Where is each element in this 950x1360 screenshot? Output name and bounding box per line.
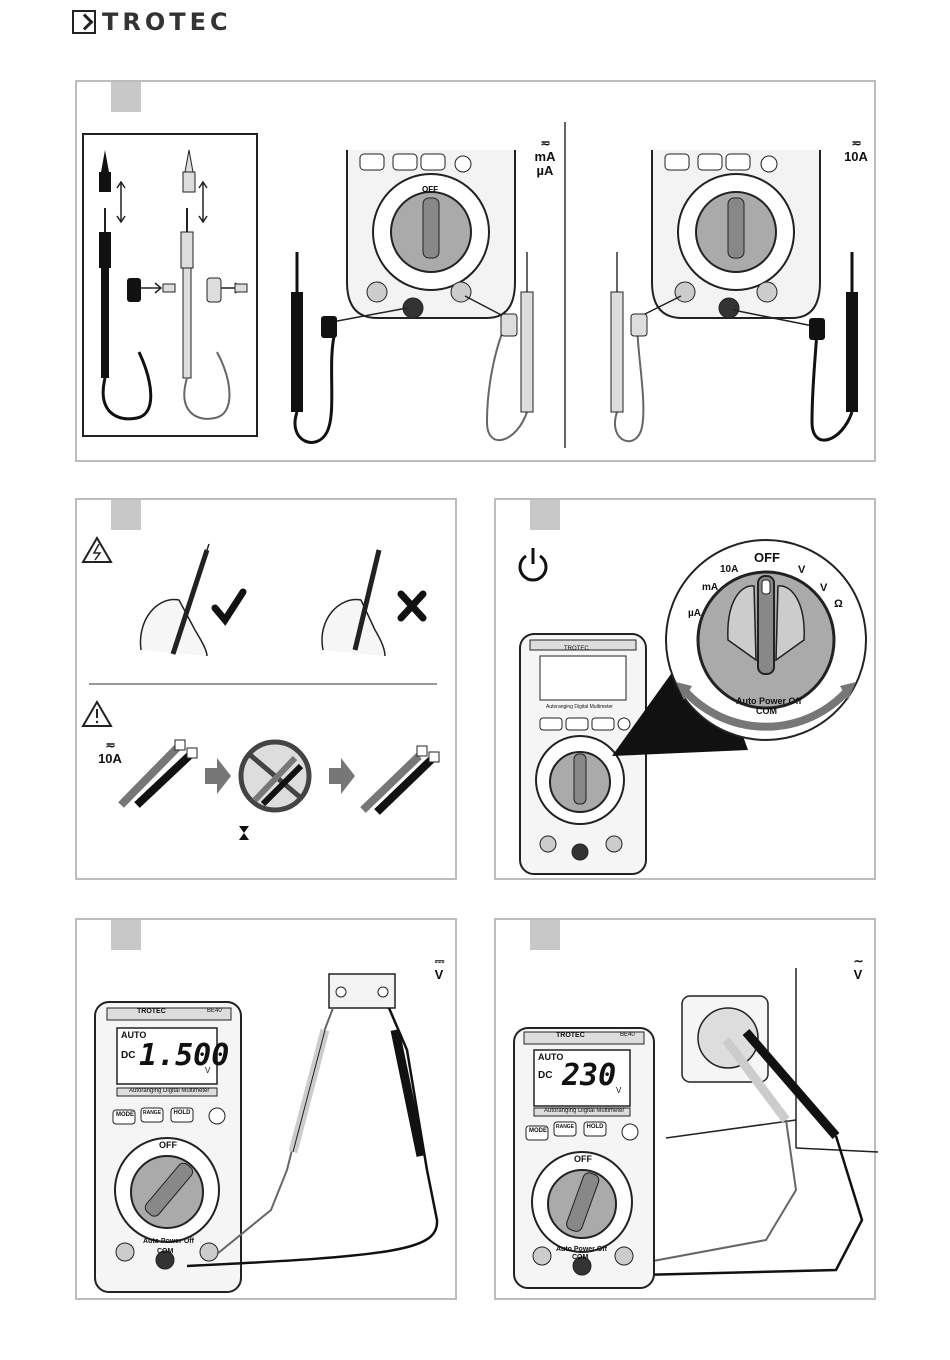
hold-button: HOLD <box>173 1110 191 1116</box>
label-10a-warning: ≂ 10A <box>93 738 127 766</box>
ac-icon: ∼ <box>853 954 863 968</box>
display-dc: DC <box>538 1070 553 1081</box>
label-ma-ua: ≂ mA µA <box>525 136 565 178</box>
power-icon <box>518 548 548 582</box>
logo-text: TROTEC <box>102 8 232 36</box>
dial-auto-off-zoom: Auto Power Off <box>736 696 802 706</box>
dial-off-label: OFF <box>422 185 438 194</box>
hold-button: HOLD <box>586 1124 604 1130</box>
meter-brand: TROTEC <box>556 1032 585 1039</box>
label-dc-voltage: ⎓ V <box>429 954 449 982</box>
dc-icon: ⎓ <box>434 954 445 968</box>
display-dc: DC <box>121 1050 136 1061</box>
display-value: 230 <box>562 1058 617 1093</box>
ac-dc-icon: ≂ <box>540 136 550 150</box>
hourglass-icon <box>239 826 249 840</box>
dial-ma-zoom: mA <box>702 582 719 593</box>
dial-com: COM <box>572 1254 589 1261</box>
dial-ohm-zoom: Ω <box>834 598 843 610</box>
step-badge <box>530 500 560 530</box>
ac-dc-icon: ≂ <box>105 738 115 752</box>
test-lead-illustration: OFF <box>82 122 858 448</box>
ac-dc-icon: ≂ <box>851 136 861 150</box>
meter-model: BE40 <box>207 1008 222 1014</box>
step-badge <box>111 920 141 950</box>
dial-off: OFF <box>159 1140 177 1150</box>
dial-com: COM <box>157 1248 174 1255</box>
dial-com-zoom: COM <box>756 706 777 716</box>
panel-rotary-switch: OFF 10A mA µA V V Ω Auto Power Off COM T… <box>494 498 876 880</box>
meter-lower-right <box>636 150 821 327</box>
brand-logo: TROTEC <box>72 8 232 36</box>
display-auto: AUTO <box>538 1052 564 1062</box>
display-unit: V <box>616 1086 622 1095</box>
display-unit: V <box>205 1066 211 1075</box>
range-button: RANGE <box>555 1124 575 1130</box>
ac-voltage-illustration <box>513 968 878 1289</box>
display-value: 1.500 <box>139 1038 230 1073</box>
dial-ua-zoom: µA <box>688 608 701 619</box>
mode-button: MODE <box>116 1112 134 1118</box>
logo-chevron-icon <box>72 10 96 34</box>
meter-subtitle-small: Autoranging Digital Multimeter <box>546 704 613 710</box>
panel-safety: ≂ 10A <box>75 498 457 880</box>
panel-ac-voltage: AUTO DC 230 V TROTEC BE40 Autoranging Di… <box>494 918 878 1300</box>
range-button: RANGE <box>142 1110 162 1116</box>
mode-button: MODE <box>529 1128 547 1134</box>
dial-off-zoom: OFF <box>754 550 780 565</box>
step-badge <box>111 500 141 530</box>
meter-brand-small: TROTEC <box>564 646 589 652</box>
label-ac-voltage: ∼ V <box>848 954 868 982</box>
meter-lower-left <box>331 150 516 323</box>
dial-v-dc-zoom: V <box>820 582 828 594</box>
display-auto: AUTO <box>121 1030 147 1040</box>
safety-illustration <box>81 536 440 840</box>
meter-brand: TROTEC <box>137 1008 166 1015</box>
step-badge <box>530 920 560 950</box>
meter-subtitle: Autoranging Digital Multimeter <box>129 1088 210 1094</box>
dial-v-ac-zoom: V <box>798 564 806 576</box>
step-badge <box>111 82 141 112</box>
dc-voltage-illustration <box>94 973 439 1293</box>
meter-model: BE40 <box>620 1032 635 1038</box>
rotary-switch-illustration <box>518 539 867 875</box>
dial-auto-off: Auto Power Off <box>143 1238 194 1245</box>
panel-dc-voltage: AUTO DC 1.500 V TROTEC BE40 Autoranging … <box>75 918 457 1300</box>
meter-subtitle: Autoranging Digital Multimeter <box>544 1108 625 1114</box>
dial-10a-zoom: 10A <box>720 564 739 575</box>
dial-auto-off: Auto Power Off <box>556 1246 607 1253</box>
dial-off: OFF <box>574 1154 592 1164</box>
label-10a: ≂ 10A <box>839 136 873 164</box>
panel-test-leads: OFF ≂ mA µA <box>75 80 876 462</box>
